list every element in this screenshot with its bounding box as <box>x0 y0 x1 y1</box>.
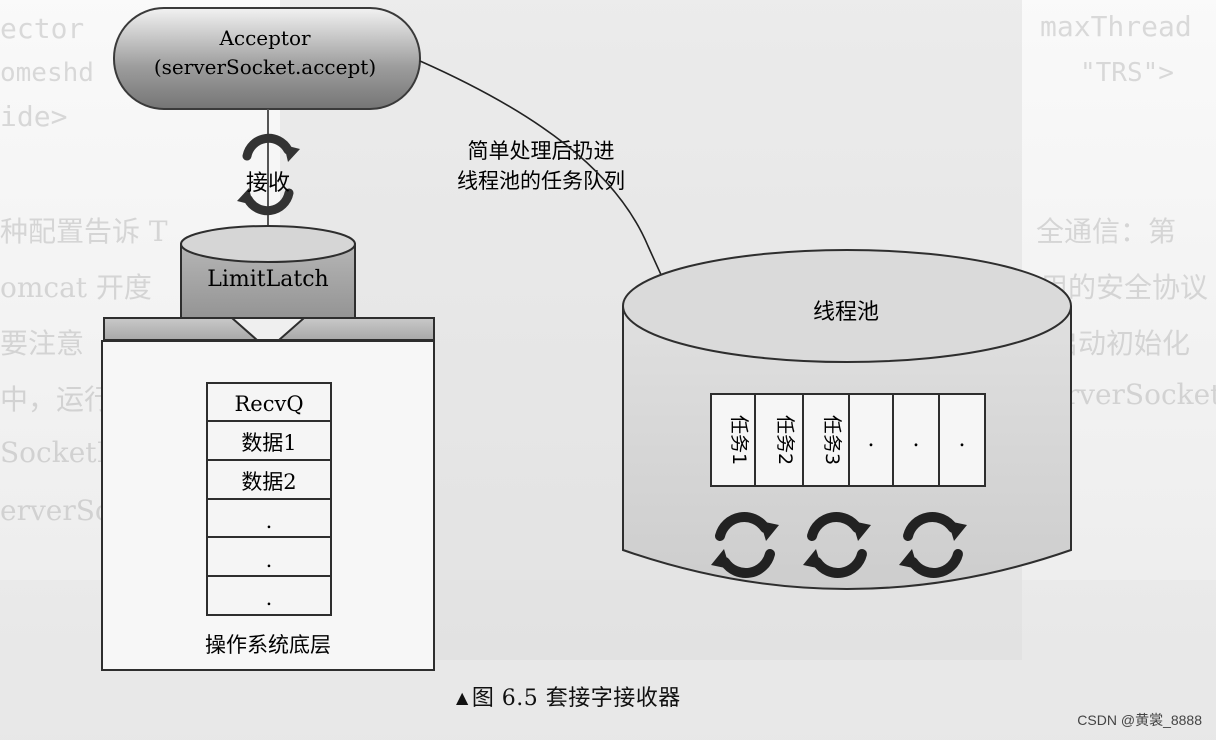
watermark: CSDN @黄裳_8888 <box>1077 712 1202 728</box>
recv-queue-item: 数据2 <box>241 470 296 494</box>
recv-queue-item: 数据1 <box>241 431 296 455</box>
recv-queue: RecvQ 数据1 数据2 . . . <box>206 382 332 616</box>
os-layer-label: 操作系统底层 <box>205 633 331 657</box>
task-queue-item: 任务3 <box>821 415 843 465</box>
acceptor-node: Acceptor (serverSocket.accept) <box>113 7 421 110</box>
acceptor-subtitle: (serverSocket.accept) <box>154 55 376 79</box>
task-queue-item: . <box>959 427 966 452</box>
thread-pool-label: 线程池 <box>813 300 879 325</box>
caption-triangle: ▲ <box>456 688 469 707</box>
recv-queue-item: . <box>266 586 273 610</box>
figure-caption: ▲图 6.5 套接字接收器 <box>456 680 681 712</box>
worker-spinner-icon <box>899 511 967 579</box>
task-queue-item: 任务1 <box>728 415 750 465</box>
task-queue-item: . <box>868 427 875 452</box>
worker-spinner-icon <box>803 511 871 579</box>
worker-spinner-icon <box>711 511 779 579</box>
recv-queue-title: RecvQ <box>234 392 303 416</box>
acceptor-title: Acceptor <box>218 26 311 50</box>
limit-latch-node: LimitLatch <box>180 225 356 335</box>
caption-text: 图 6.5 套接字接收器 <box>471 686 681 711</box>
edge-label-line-2: 线程池的任务队列 <box>457 169 625 193</box>
receive-spinner-icon <box>237 133 300 216</box>
limit-latch-label: LimitLatch <box>207 267 328 292</box>
recv-queue-item: . <box>266 548 273 572</box>
receive-label: 接收 <box>246 171 290 196</box>
recv-queue-item: . <box>266 509 273 533</box>
edge-label-line-1: 简单处理后扔进 <box>468 139 615 163</box>
task-queue-item: 任务2 <box>774 415 796 465</box>
task-queue: 任务1 任务2 任务3 . . . <box>710 393 986 487</box>
task-queue-item: . <box>913 427 920 452</box>
